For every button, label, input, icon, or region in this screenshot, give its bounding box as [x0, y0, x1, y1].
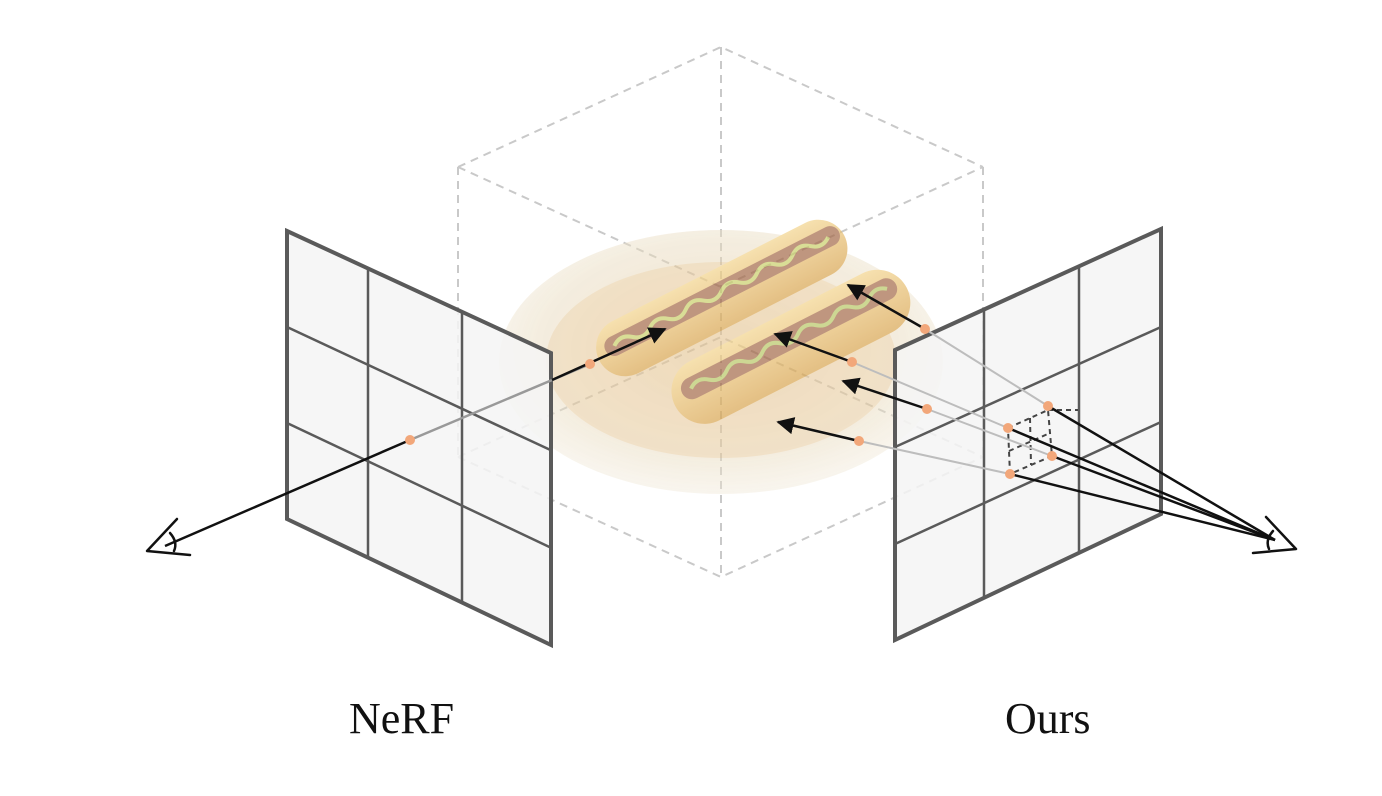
- nerf-ray: [164, 327, 667, 548]
- image-plane-ours: [893, 225, 1163, 644]
- caption-nerf: NeRF: [349, 694, 455, 743]
- ours-sample-point: [920, 324, 930, 334]
- ours-sample-point: [1047, 451, 1057, 461]
- camera-eye-icon: [145, 517, 192, 557]
- ours-sample-point: [1005, 469, 1015, 479]
- ours-sample-point: [847, 357, 857, 367]
- nerf-sample-point: [405, 435, 415, 445]
- ours-sample-point: [1003, 423, 1013, 433]
- image-plane-nerf: [285, 227, 553, 649]
- ours-sample-point: [922, 404, 932, 414]
- camera-eye-icon: [1251, 515, 1298, 555]
- caption-ours: Ours: [1005, 694, 1091, 743]
- ours-rays: [773, 283, 1276, 542]
- ours-sample-point: [1043, 401, 1053, 411]
- scene-object: [499, 219, 943, 494]
- ours-sample-point: [854, 436, 864, 446]
- nerf-sample-point: [585, 359, 595, 369]
